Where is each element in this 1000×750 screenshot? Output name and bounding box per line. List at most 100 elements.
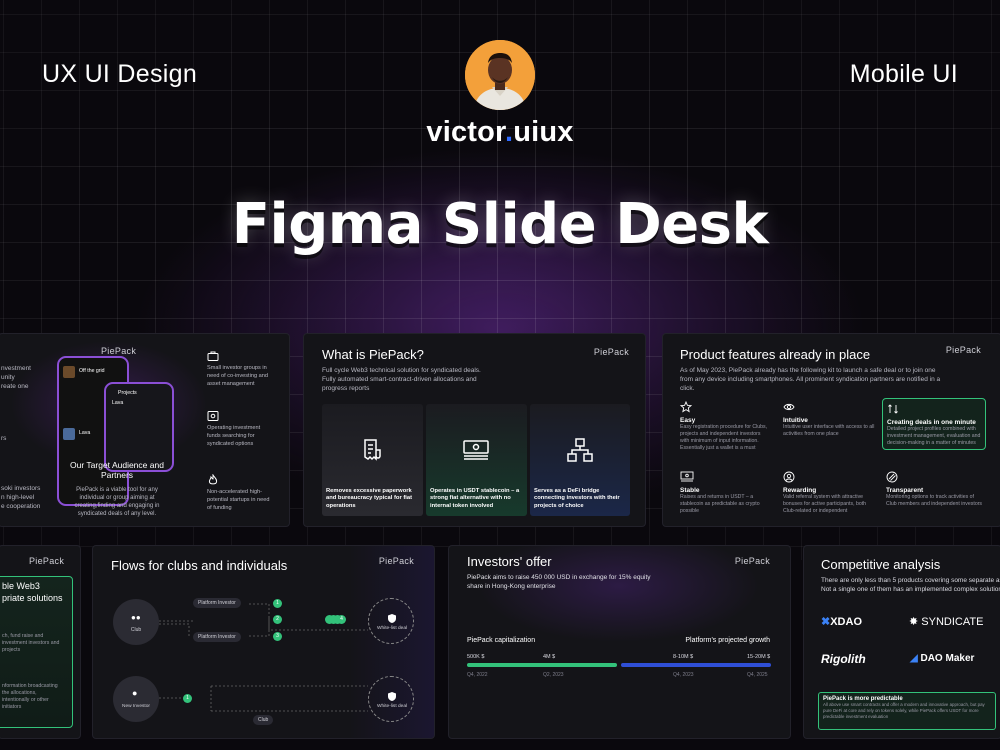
brand-suffix: uiux	[513, 116, 574, 148]
phone-mockup-front: Projects Lava	[104, 382, 174, 472]
dao-maker-wordmark: DAO Maker	[920, 653, 975, 664]
feature-item: Rewarding Valid referral system with att…	[783, 471, 875, 515]
text-line: unity	[1, 374, 15, 381]
capitalization-label: PiePack capitalization	[467, 637, 536, 644]
brand-dot: .	[504, 116, 514, 148]
text-line: soki investors	[1, 485, 41, 492]
text-line: nvestment	[1, 365, 31, 372]
slide-title: What is PiePack?	[322, 347, 424, 362]
banknote-icon	[462, 438, 490, 467]
user-icon: ●	[132, 688, 138, 698]
syndicate-logo: ✸ SYNDICATE	[909, 615, 983, 628]
value-label: 500K $	[467, 654, 485, 660]
timeline-bar-green	[467, 663, 617, 667]
author-avatar	[465, 40, 535, 110]
club-node: ●● Club	[113, 599, 159, 645]
transparent-icon	[886, 471, 986, 485]
web3-text: ch, fund raise and investment investors …	[2, 633, 60, 653]
shield-icon	[387, 611, 397, 629]
slide-title: Investors' offer	[467, 554, 552, 569]
text-line: rs	[1, 435, 7, 442]
slide-product-features[interactable]: Product features already in place PiePac…	[662, 333, 1000, 527]
predictable-title: PiePack is more predictable	[823, 696, 903, 702]
slide-flows[interactable]: Flows for clubs and individuals PiePack …	[92, 545, 435, 739]
receipt-icon	[360, 438, 384, 467]
xdao-mark-icon: ✖	[821, 616, 831, 628]
slide-desc: Full cycle Web3 technical solution for s…	[322, 367, 481, 392]
audience-left-text-2: rs	[1, 434, 41, 443]
category-tag-right: Mobile UI	[849, 60, 958, 88]
xdao-wordmark: XDAO	[830, 616, 862, 628]
feature-title: Rewarding	[783, 487, 817, 494]
white-list-deal-node: White-list deal	[368, 676, 414, 722]
feature-item: Intuitive Intuitive user interface with …	[783, 401, 875, 438]
feature-text: Raises and returns in USDT – a stablecoi…	[680, 494, 760, 514]
value-label: 8-10M $	[673, 654, 694, 660]
club-chip: Club	[253, 715, 274, 725]
feature-item: Transparent Monitoring options to track …	[886, 471, 986, 508]
web3-highlight-box: ble Web3 priate solutions ch, fund raise…	[0, 576, 73, 728]
rigolith-logo: Rigolith	[821, 652, 866, 666]
card-text: Removes excessive paperwork and bureaucr…	[326, 487, 413, 509]
timeline-bar-blue	[621, 663, 771, 667]
audience-item: Non-accelerated high-potential startups …	[207, 473, 273, 512]
web3-heading-2: priate solutions	[2, 593, 63, 603]
arrows-icon	[887, 403, 981, 417]
phone-item-title: Lava	[112, 400, 124, 406]
piepack-logo: PiePack	[734, 556, 770, 566]
value-label: 4M $	[543, 654, 556, 660]
slide-title: Competitive analysis	[821, 557, 941, 572]
platform-investor-chip: Platform Investor	[193, 632, 241, 642]
feature-title: Easy	[680, 417, 696, 424]
slide-audience[interactable]: PiePack nvestment unity reate one rs sok…	[0, 333, 290, 527]
avatar-portrait	[465, 40, 535, 110]
audience-item-text: Small investor groups in need of co-inve…	[207, 365, 268, 387]
piepack-logo: PiePack	[593, 347, 629, 357]
piepack-logo: PiePack	[378, 556, 414, 566]
phone-item-title: Lava	[79, 430, 91, 436]
value-label: 15-20M $	[747, 654, 771, 660]
date-label: Q4, 2022	[467, 672, 488, 678]
club-label: Club	[130, 627, 142, 633]
piepack-logo: PiePack	[945, 345, 981, 355]
piepack-logo: PiePack	[29, 556, 65, 566]
slide-competitive-analysis[interactable]: Competitive analysis There are only less…	[803, 545, 1000, 739]
slide-desc-line: There are only less than 5 products cove…	[821, 577, 1000, 584]
dao-maker-logo: ◢ DAO Maker	[910, 653, 974, 664]
syndicate-wordmark: SYNDICATE	[921, 616, 984, 628]
feature-card: Removes excessive paperwork and bureaucr…	[322, 404, 423, 516]
slide-desc: As of May 2023, PiePack already has the …	[680, 367, 941, 392]
white-list-deal-label: White-list deal	[376, 626, 408, 631]
syndicate-mark-icon: ✸	[909, 616, 919, 628]
step-badge: 4	[337, 615, 346, 624]
date-label: Q2, 2023	[543, 672, 564, 678]
feature-text: Valid referral system with attractive bo…	[783, 494, 867, 514]
network-icon	[567, 438, 593, 467]
fund-icon	[207, 410, 273, 424]
new-investor-label: New Investor	[122, 704, 150, 709]
new-investor-node: ● New Investor	[113, 676, 159, 722]
brand-wordmark: victor.uiux	[0, 116, 1000, 149]
web3-text: nformation broadcasting the allocations,…	[2, 683, 58, 710]
text-line: n high-level	[1, 494, 35, 501]
slide-web3-solutions[interactable]: PiePack ble Web3 priate solutions ch, fu…	[0, 545, 81, 739]
audience-desc: PiePack is a viable tool for any individ…	[74, 487, 160, 517]
step-badge: 1	[273, 599, 282, 608]
slide-desc-line: Not a single one of them has an implemen…	[821, 586, 1000, 593]
category-tag-left: UX UI Design	[42, 60, 198, 88]
feature-title: Intuitive	[783, 417, 808, 424]
briefcase-icon	[207, 350, 273, 364]
platform-investor-chip: Platform Investor	[193, 598, 241, 608]
white-list-deal-node: White-list deal	[368, 598, 414, 644]
shield-icon	[387, 689, 397, 707]
predictable-text: All above use smart contracts and offer …	[823, 702, 985, 719]
phone-tab-projects: Projects	[118, 390, 137, 396]
feature-text: Detailed project profiles combined with …	[887, 426, 981, 446]
slide-what-is-piepack[interactable]: What is PiePack? PiePack Full cycle Web3…	[303, 333, 646, 527]
audience-heading: Our Target Audience and Partners	[70, 460, 164, 480]
date-label: Q4, 2025	[747, 672, 768, 678]
text-line: reate one	[1, 383, 29, 390]
audience-left-text-3: soki investors n high-level e cooperatio…	[1, 484, 45, 511]
feature-item: Easy Easy registration procedure for Clu…	[679, 400, 770, 452]
slide-investors-offer[interactable]: Investors' offer PiePack PiePack aims to…	[448, 545, 791, 739]
